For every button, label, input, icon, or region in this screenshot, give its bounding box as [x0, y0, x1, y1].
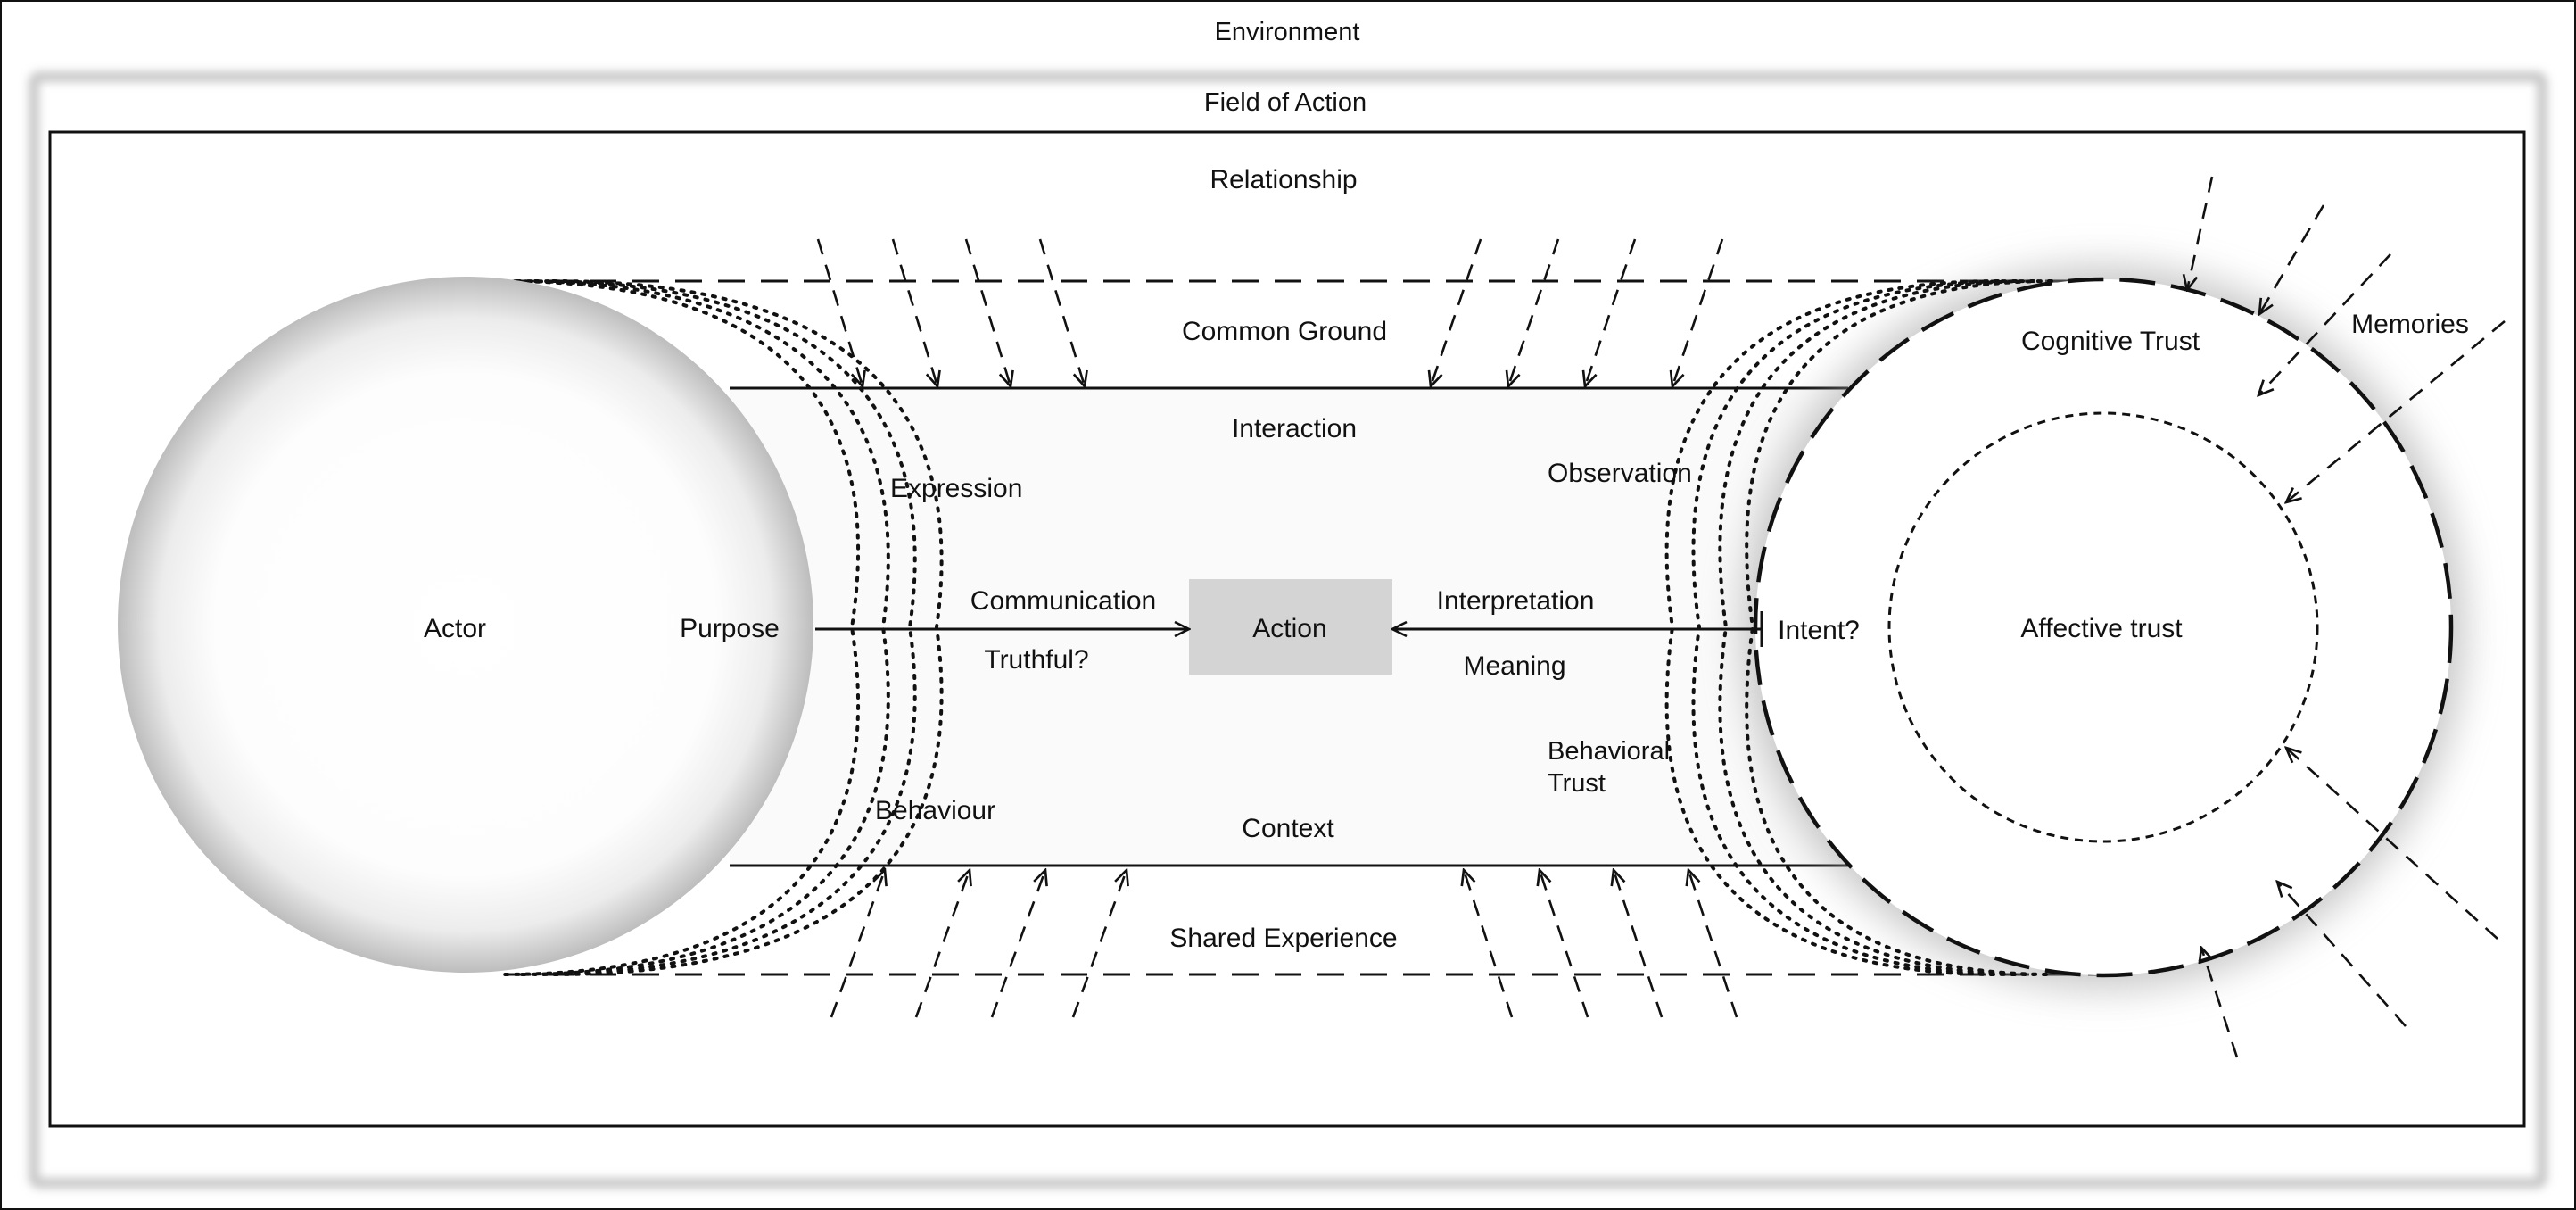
action-box — [1189, 579, 1392, 675]
action-label: Action — [1252, 614, 1326, 643]
observation-label: Observation — [1548, 459, 1692, 488]
environment-label: Environment — [1215, 18, 1360, 46]
observer-reception-arcs — [1664, 279, 2053, 976]
actor-sphere — [118, 277, 813, 973]
trust-sphere — [1753, 277, 2454, 978]
memory-arrows — [2187, 176, 2506, 1058]
actor-emanation-arcs — [502, 279, 944, 976]
relationship-label: Relationship — [1210, 165, 1357, 195]
intent-label: Intent? — [1778, 616, 1860, 645]
field-of-action-label: Field of Action — [1204, 88, 1366, 117]
expression-label: Expression — [890, 474, 1022, 503]
actor-label: Actor — [424, 614, 486, 643]
cognitive-trust-label: Cognitive Trust — [2021, 327, 2200, 356]
shared-experience-label: Shared Experience — [1169, 924, 1397, 953]
behaviour-label: Behaviour — [875, 796, 995, 825]
truthful-label: Truthful? — [984, 645, 1088, 675]
context-label: Context — [1242, 814, 1334, 843]
affective-trust-label: Affective trust — [2020, 614, 2183, 643]
behavioral-trust-label-line2: Trust — [1548, 769, 1606, 798]
affective-trust-circle — [1887, 411, 2319, 843]
memories-label: Memories — [2351, 310, 2469, 339]
interaction-label: Interaction — [1232, 414, 1357, 443]
interpretation-label: Interpretation — [1437, 586, 1595, 616]
field-of-action-frame — [29, 71, 2547, 1189]
purpose-label: Purpose — [680, 614, 780, 643]
common-ground-label: Common Ground — [1182, 317, 1387, 346]
behavioral-trust-label-line1: Behavioral — [1548, 737, 1670, 766]
meaning-label: Meaning — [1463, 651, 1565, 681]
communication-label: Communication — [970, 586, 1156, 616]
